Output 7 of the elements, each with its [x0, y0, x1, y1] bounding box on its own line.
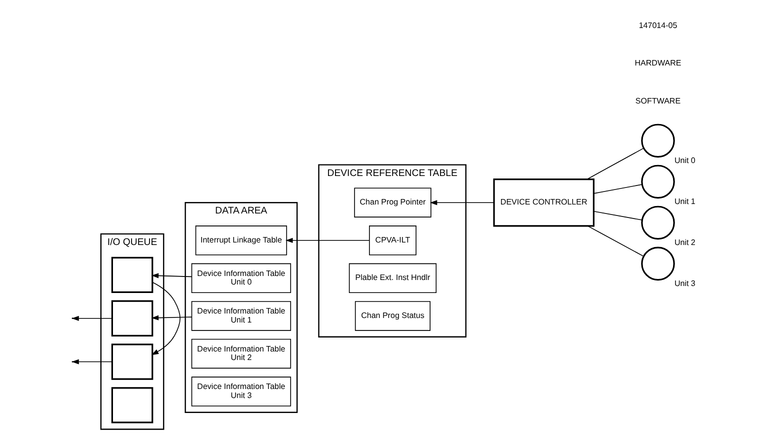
label: HARDWARE: [634, 58, 682, 68]
label: SOFTWARE: [635, 96, 681, 106]
label: 147014-05: [638, 20, 678, 30]
node-label: Unit 1: [674, 197, 696, 206]
node-label: Unit 0: [674, 156, 696, 166]
node-label: Unit 2: [674, 238, 696, 248]
node-label: Unit 3: [674, 279, 696, 288]
